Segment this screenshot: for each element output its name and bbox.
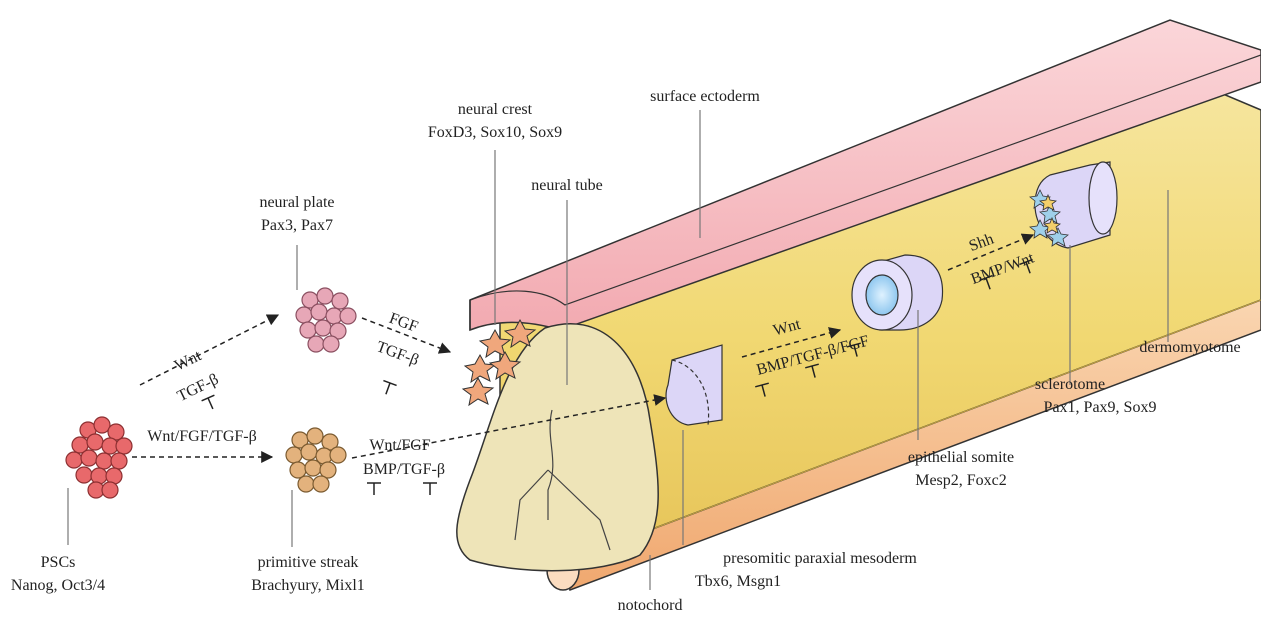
label-pscs: PSCs bbox=[41, 554, 76, 571]
signal-plate-crest-top: FGF bbox=[387, 310, 420, 336]
signal-psc-streak: Wnt/FGF/TGF-β bbox=[147, 428, 256, 445]
label-dermomyotome: dermomyotome bbox=[1139, 339, 1240, 356]
primitive-streak-cluster bbox=[286, 428, 346, 492]
label-sclerotome: sclerotome bbox=[1035, 376, 1105, 393]
signal-streak-psm-top: Wnt/FGF bbox=[369, 437, 430, 454]
label-neural-crest-markers: FoxD3, Sox10, Sox9 bbox=[428, 124, 562, 141]
label-neural-tube: neural tube bbox=[531, 177, 603, 194]
label-epithelial-somite: epithelial somite bbox=[908, 449, 1014, 466]
label-primitive-streak: primitive streak bbox=[258, 554, 359, 571]
signal-psc-plate-bottom: TGF-β bbox=[175, 371, 222, 405]
label-neural-crest: neural crest bbox=[458, 101, 533, 118]
label-neural-plate-markers: Pax3, Pax7 bbox=[261, 217, 333, 234]
label-sclerotome-markers: Pax1, Pax9, Sox9 bbox=[1044, 399, 1157, 416]
label-pscs-markers: Nanog, Oct3/4 bbox=[11, 577, 105, 594]
label-primitive-streak-markers: Brachyury, Mixl1 bbox=[251, 577, 365, 594]
label-neural-plate: neural plate bbox=[259, 194, 334, 211]
psc-cluster bbox=[66, 417, 132, 498]
label-presomitic: presomitic paraxial mesoderm bbox=[723, 550, 917, 567]
label-notochord: notochord bbox=[618, 597, 683, 614]
epithelial-somite-shape bbox=[852, 255, 943, 330]
signal-plate-crest-bottom: TGF-β bbox=[374, 338, 421, 369]
signal-psc-plate-top: Wnt bbox=[172, 347, 205, 375]
neural-tube-shape bbox=[457, 324, 658, 571]
label-surface-ectoderm: surface ectoderm bbox=[650, 88, 760, 105]
label-epithelial-somite-markers: Mesp2, Foxc2 bbox=[915, 472, 1007, 489]
signal-streak-psm-bottom: BMP/TGF-β bbox=[363, 461, 445, 478]
label-presomitic-markers: Tbx6, Msgn1 bbox=[695, 573, 781, 590]
neural-plate-cluster bbox=[296, 288, 356, 352]
